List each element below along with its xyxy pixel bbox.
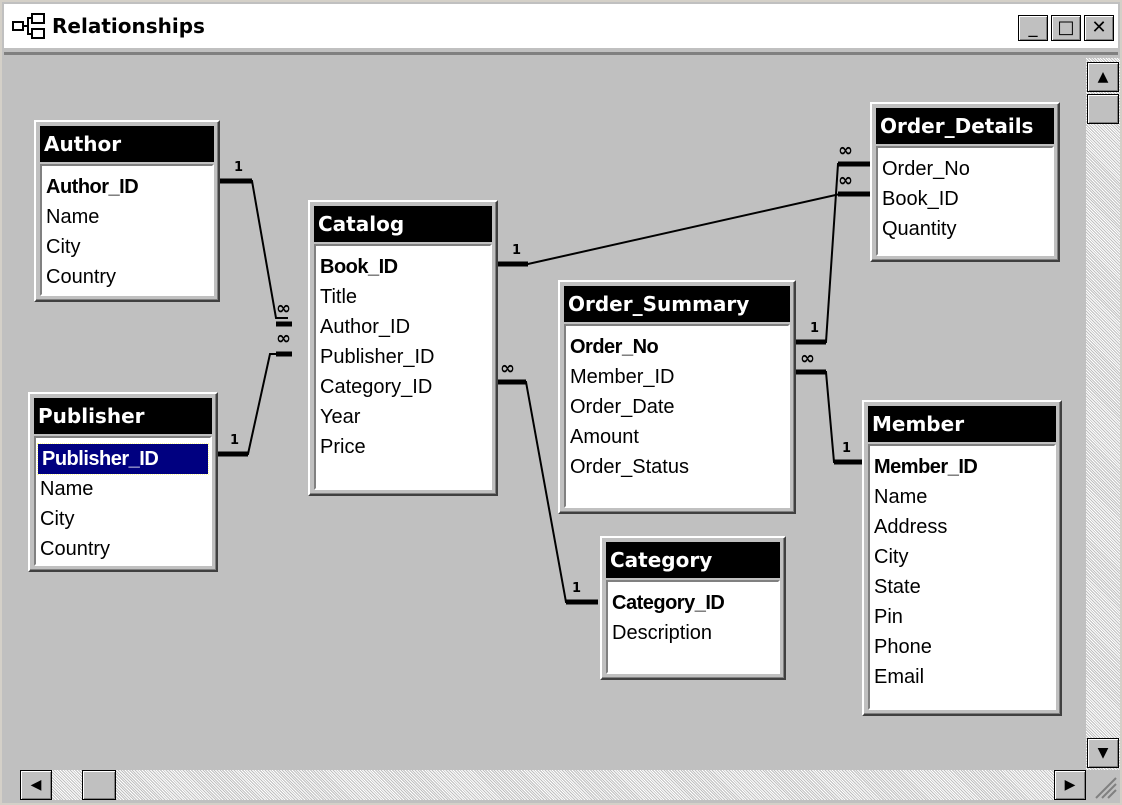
table-title[interactable]: Category: [606, 542, 780, 578]
field-item[interactable]: Title: [320, 286, 358, 308]
field-item[interactable]: Order_Date: [570, 396, 675, 418]
field-item[interactable]: Category_ID: [612, 592, 725, 614]
minimize-icon: _: [1028, 17, 1038, 38]
field-list[interactable]: Order_No Member_ID Order_Date Amount Ord…: [564, 324, 790, 508]
field-list[interactable]: Member_ID Name Address City State Pin Ph…: [868, 444, 1056, 710]
field-item[interactable]: Phone: [874, 636, 932, 658]
table-catalog[interactable]: Catalog Book_ID Title Author_ID Publishe…: [308, 200, 498, 496]
arrow-right-icon: ▶: [1064, 777, 1076, 793]
rel-ordersummary-member: [792, 371, 862, 463]
arrow-left-icon: ◀: [30, 777, 42, 793]
field-item[interactable]: Year: [320, 406, 361, 428]
horizontal-scrollbar[interactable]: ◀ ▶: [20, 770, 1086, 800]
table-publisher[interactable]: Publisher Publisher_ID Name City Country: [28, 392, 218, 572]
field-list[interactable]: Author_ID Name City Country: [40, 164, 214, 296]
field-item[interactable]: City: [46, 236, 81, 258]
field-list[interactable]: Category_ID Description: [606, 580, 780, 674]
scroll-left-button[interactable]: ◀: [20, 770, 52, 800]
rel-ordersummary-orderdetails: [792, 163, 868, 343]
table-order-summary[interactable]: Order_Summary Order_No Member_ID Order_D…: [558, 280, 796, 514]
rel-author-many: ∞: [276, 298, 291, 319]
rel-publisher-catalog: [216, 353, 290, 455]
field-item[interactable]: Country: [40, 538, 111, 560]
relationship-lines: 1 ∞ 1 ∞ 1 ∞ 1 ∞ ∞ 1: [216, 140, 870, 605]
resize-grip[interactable]: [1086, 770, 1120, 800]
table-title[interactable]: Member: [868, 406, 1056, 442]
maximize-icon: □: [1057, 17, 1075, 38]
window-title: Relationships: [52, 14, 205, 38]
rel-publisher-one: 1: [230, 433, 239, 448]
field-item[interactable]: City: [40, 508, 75, 530]
table-order-details[interactable]: Order_Details Order_No Book_ID Quantity: [870, 102, 1060, 262]
table-title[interactable]: Author: [40, 126, 214, 162]
field-item[interactable]: Order_No: [882, 158, 970, 180]
rel-catalog-cat-many: ∞: [500, 358, 515, 379]
rel-os-od-many: ∞: [838, 140, 853, 161]
field-item[interactable]: Country: [46, 266, 117, 288]
field-item[interactable]: Order_No: [570, 336, 659, 358]
minimize-button[interactable]: _: [1018, 15, 1048, 41]
rel-catalog-orderdetails: [494, 193, 868, 265]
rel-catalog-od-one: 1: [512, 243, 521, 258]
rel-os-od-one: 1: [810, 321, 819, 336]
scroll-right-button[interactable]: ▶: [1054, 770, 1086, 800]
field-item[interactable]: Email: [874, 666, 925, 688]
field-item[interactable]: Name: [40, 478, 94, 500]
relationships-icon: [12, 13, 45, 39]
title-separator: [4, 52, 1118, 55]
title-bar[interactable]: Relationships _ □ ✕: [4, 4, 1118, 48]
table-title[interactable]: Publisher: [34, 398, 212, 434]
horizontal-scroll-thumb[interactable]: [82, 770, 116, 800]
vertical-scroll-thumb[interactable]: [1087, 94, 1119, 124]
field-item[interactable]: Author_ID: [46, 176, 139, 198]
table-member[interactable]: Member Member_ID Name Address City State…: [862, 400, 1062, 716]
relationships-canvas[interactable]: 1 ∞ 1 ∞ 1 ∞ 1 ∞ ∞ 1: [20, 58, 1084, 770]
vertical-scrollbar[interactable]: ▲ ▼: [1086, 58, 1120, 770]
field-item[interactable]: Publisher_ID: [320, 346, 435, 368]
rel-os-member-one: 1: [842, 441, 851, 456]
field-list[interactable]: Book_ID Title Author_ID Publisher_ID Cat…: [314, 244, 492, 490]
rel-publisher-many: ∞: [276, 328, 291, 349]
resize-grip-icon: [1095, 777, 1117, 799]
field-item[interactable]: Member_ID: [874, 456, 978, 478]
field-item[interactable]: City: [874, 546, 909, 568]
table-title[interactable]: Order_Summary: [564, 286, 790, 322]
table-author[interactable]: Author Author_ID Name City Country: [34, 120, 220, 302]
field-item[interactable]: Name: [874, 486, 928, 508]
scroll-up-button[interactable]: ▲: [1087, 62, 1119, 92]
field-item[interactable]: Quantity: [882, 218, 957, 240]
field-item[interactable]: Pin: [874, 606, 903, 628]
close-button[interactable]: ✕: [1084, 15, 1114, 41]
field-item[interactable]: Price: [320, 436, 366, 458]
field-item[interactable]: Category_ID: [320, 376, 433, 398]
table-title[interactable]: Order_Details: [876, 108, 1054, 144]
field-item-selected[interactable]: Publisher_ID: [37, 443, 209, 475]
field-item[interactable]: Book_ID: [882, 188, 959, 210]
table-title[interactable]: Catalog: [314, 206, 492, 242]
maximize-button[interactable]: □: [1051, 15, 1081, 41]
close-icon: ✕: [1091, 17, 1107, 38]
field-item[interactable]: State: [874, 576, 921, 598]
arrow-down-icon: ▼: [1097, 745, 1109, 761]
arrow-up-icon: ▲: [1097, 69, 1109, 85]
rel-catalog-od-many: ∞: [838, 170, 853, 191]
field-list[interactable]: Publisher_ID Name City Country: [34, 436, 212, 566]
rel-os-member-many: ∞: [800, 348, 815, 369]
field-item[interactable]: Description: [612, 622, 713, 644]
field-item[interactable]: Name: [46, 206, 100, 228]
table-category[interactable]: Category Category_ID Description: [600, 536, 786, 680]
field-list[interactable]: Order_No Book_ID Quantity: [876, 146, 1054, 256]
field-item[interactable]: Order_Status: [570, 456, 689, 478]
field-item[interactable]: Address: [874, 516, 948, 538]
field-item[interactable]: Amount: [570, 426, 639, 448]
scroll-down-button[interactable]: ▼: [1087, 738, 1119, 768]
field-item[interactable]: Author_ID: [320, 316, 411, 338]
rel-author-one: 1: [234, 160, 243, 175]
field-item[interactable]: Book_ID: [320, 256, 398, 278]
rel-catalog-cat-one: 1: [572, 581, 581, 596]
field-item[interactable]: Member_ID: [570, 366, 675, 388]
